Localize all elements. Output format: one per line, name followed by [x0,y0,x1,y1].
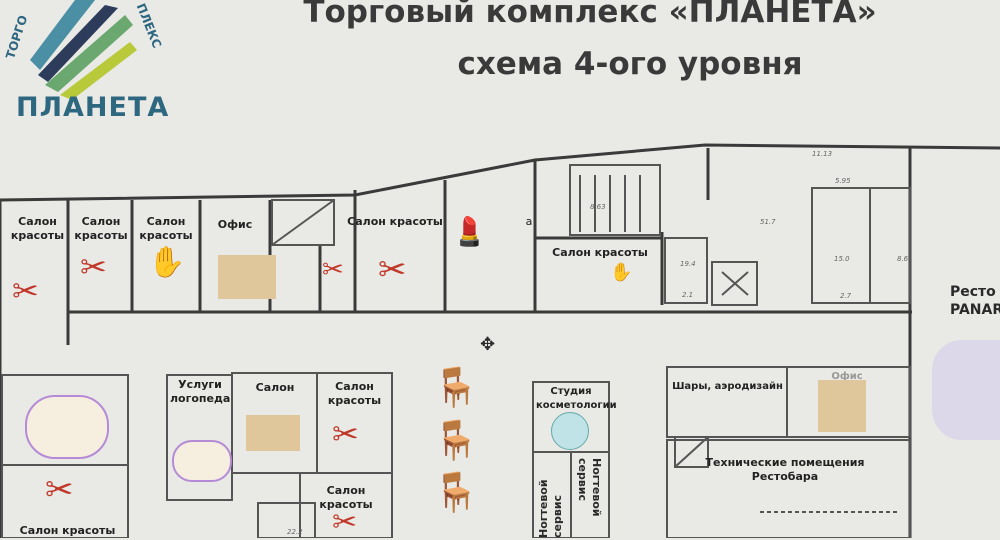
restaurant-woman-icon [932,340,1000,440]
move-cursor-icon: ✥ [480,334,496,355]
office-desk-icon [246,415,300,451]
room-label-salon-7: Салон [255,381,295,394]
speech-therapy-icon [172,440,232,482]
logo-name: ПЛАНЕТА [16,92,170,123]
cosmetology-face-icon [551,412,589,450]
room-label-balloons: Шары, аэродизайн [672,381,783,392]
scissors-comb-icon: ✂ [80,248,107,286]
room-label-salon-6: Салон красоты [19,524,116,537]
room-label-salon-5: Салон красоты [552,246,648,259]
room-label-technical: Технические помещения Рестобара [705,456,865,483]
dimension-label: 11.13 [812,150,833,158]
dimension-label: 8.63 [590,203,606,211]
room-label-cosmetology: Студия косметологии [536,386,617,411]
room-label-speech-therapy: Услуги логопеда [170,378,231,405]
makeup-icon: 💄 [452,215,487,248]
room-label-nail-2: Ногтевой сервис [576,458,603,517]
scissors-comb-icon: ✂ [12,272,39,310]
restaurant-label-line1: Ресто [950,284,996,300]
dimension-label: 2.1 [682,291,694,299]
marker-a: а [525,215,533,228]
room-label-salon-8: Салон красоты [327,380,382,407]
dimension-label: 51.7 [760,218,776,226]
dimension-label: 2.7 [840,292,852,300]
room-label-nail-1: Ногтевой сервис [537,479,564,538]
dimension-label: 8.6 [897,255,909,263]
restaurant-label: Ресто PANAR [950,283,1000,319]
room-label-office-2: Офис [831,371,863,382]
scissors-comb-icon: ✂ [322,255,344,285]
room-label-salon-9: Салон красоты [319,484,373,511]
office-desk-icon [818,380,866,432]
dimension-label: 22.2 [287,528,303,536]
dimension-label: 15.0 [834,255,850,263]
scissors-comb-icon: ✂ [45,470,74,510]
scissors-comb-icon: ✂ [378,250,407,290]
manicure-hand-icon: ✋ [148,245,186,280]
scissors-comb-icon: ✂ [332,415,359,453]
speech-therapy-icon [25,395,109,459]
dimension-label: 5.95 [835,177,851,185]
seating-area-icon: 🪑 [432,418,480,462]
seating-area-icon: 🪑 [432,470,480,514]
room-label-salon-2: Салон красоты [74,215,128,242]
page-title: Торговый комплекс «ПЛАНЕТА» [303,0,877,30]
office-desk-icon [218,255,276,299]
logo-mark-icon: ТОРГО ПЛЕКС [3,0,164,100]
manicure-hand-icon: ✋ [610,262,633,283]
room-label-salon-4: Салон красоты [347,215,443,228]
room-label-salon-1: Салон красоты [10,215,65,242]
seating-area-icon: 🪑 [432,365,480,409]
dimension-label: 19.4 [680,260,696,268]
scissors-comb-icon: ✂ [332,505,358,540]
restaurant-label-line2: PANAR [950,302,1000,318]
room-label-salon-3: Салон красоты [139,215,193,242]
room-label-office: Офис [217,218,253,231]
page-subtitle: схема 4-ого уровня [457,46,803,82]
